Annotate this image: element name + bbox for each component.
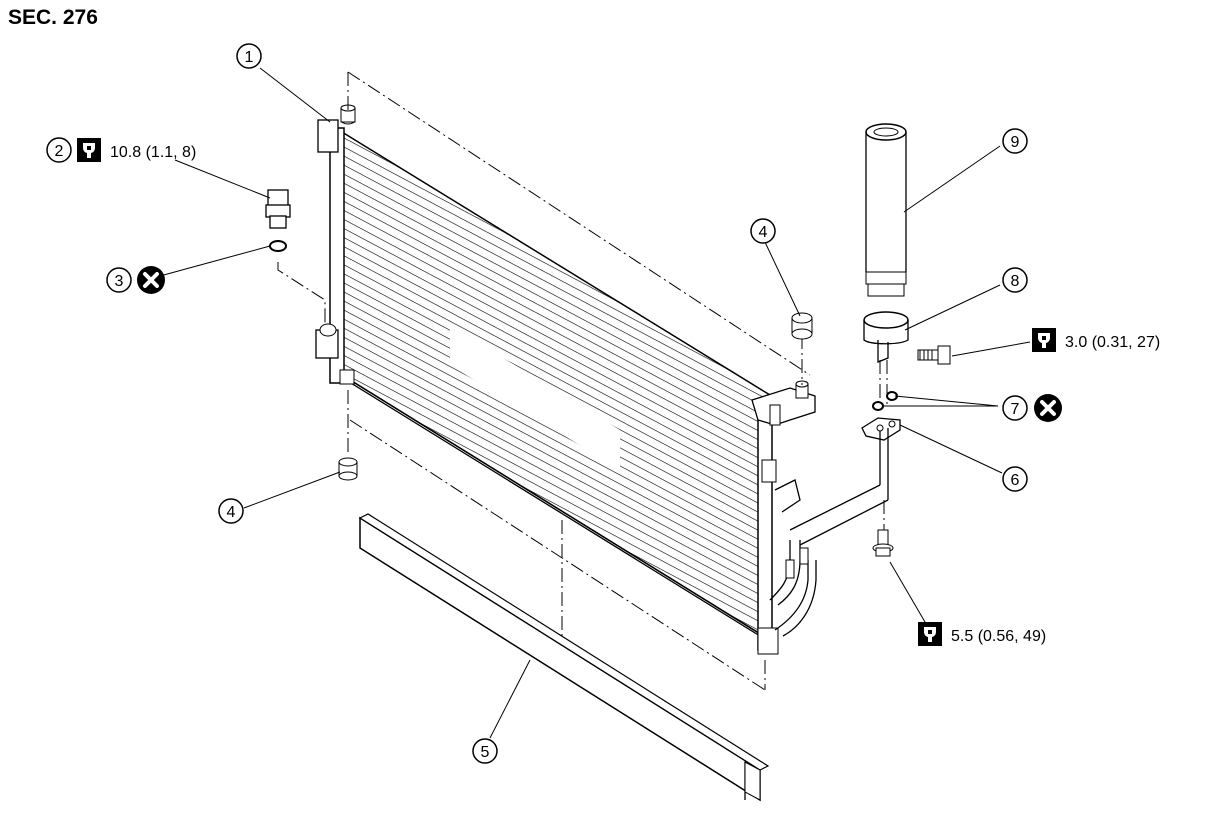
callout-4-right-number: 4 (759, 224, 768, 241)
leader-lines (159, 67, 1031, 739)
callout-8: 8 (1002, 267, 1028, 293)
callout-9-number: 9 (1011, 134, 1020, 151)
callout-1-number: 1 (245, 49, 254, 66)
alignment-lines (277, 71, 888, 691)
callout-5: 5 (472, 738, 498, 764)
callout-9: 9 (1002, 128, 1028, 154)
callout-6-number: 6 (1011, 472, 1020, 489)
refrigerant-pipes (769, 425, 889, 637)
callout-4-left-number: 4 (227, 504, 236, 521)
callout-7: 7 (1002, 395, 1028, 421)
pressure-sensor (265, 189, 291, 252)
do-not-reuse-x-icon (1032, 392, 1064, 424)
callout-1: 1 (236, 43, 262, 69)
right-tank (751, 380, 816, 655)
o-rings (872, 391, 898, 411)
callout-2: 2 (46, 137, 72, 163)
torque-spec-sensor-text: 10.8 (1.1, 8) (110, 144, 196, 161)
callout-3-number: 3 (115, 273, 124, 290)
callout-5-number: 5 (481, 744, 490, 761)
torque-spec-block-bolt: 5.5 (0.56, 49) (918, 622, 1046, 646)
callout-2-number: 2 (55, 143, 64, 160)
do-not-reuse-x-icon (135, 264, 167, 296)
wrench-torque-icon (77, 138, 101, 162)
callout-4-right: 4 (750, 218, 776, 244)
bracket-bolt (917, 345, 951, 365)
callout-8-number: 8 (1011, 273, 1020, 290)
block-bolt (872, 529, 894, 557)
torque-spec-bracket-bolt: 3.0 (0.31, 27) (1032, 328, 1160, 352)
torque-spec-bracket-bolt-text: 3.0 (0.31, 27) (1065, 334, 1160, 351)
left-tank (315, 104, 356, 385)
callout-7-number: 7 (1011, 401, 1020, 418)
wrench-torque-icon (1032, 328, 1056, 352)
mount-bushings (338, 312, 813, 481)
section-label: SEC. 276 (8, 6, 98, 29)
torque-spec-sensor: 10.8 (1.1, 8) (77, 138, 196, 162)
callout-6: 6 (1002, 466, 1028, 492)
receiver-bracket (863, 311, 909, 363)
torque-spec-block-bolt-text: 5.5 (0.56, 49) (951, 628, 1046, 645)
callout-3: 3 (106, 267, 132, 293)
callout-4-left: 4 (218, 498, 244, 524)
air-seal-strip (358, 513, 770, 802)
receiver-tank (865, 123, 907, 297)
pipe-joint-block (861, 417, 901, 441)
wrench-torque-icon (918, 622, 942, 646)
